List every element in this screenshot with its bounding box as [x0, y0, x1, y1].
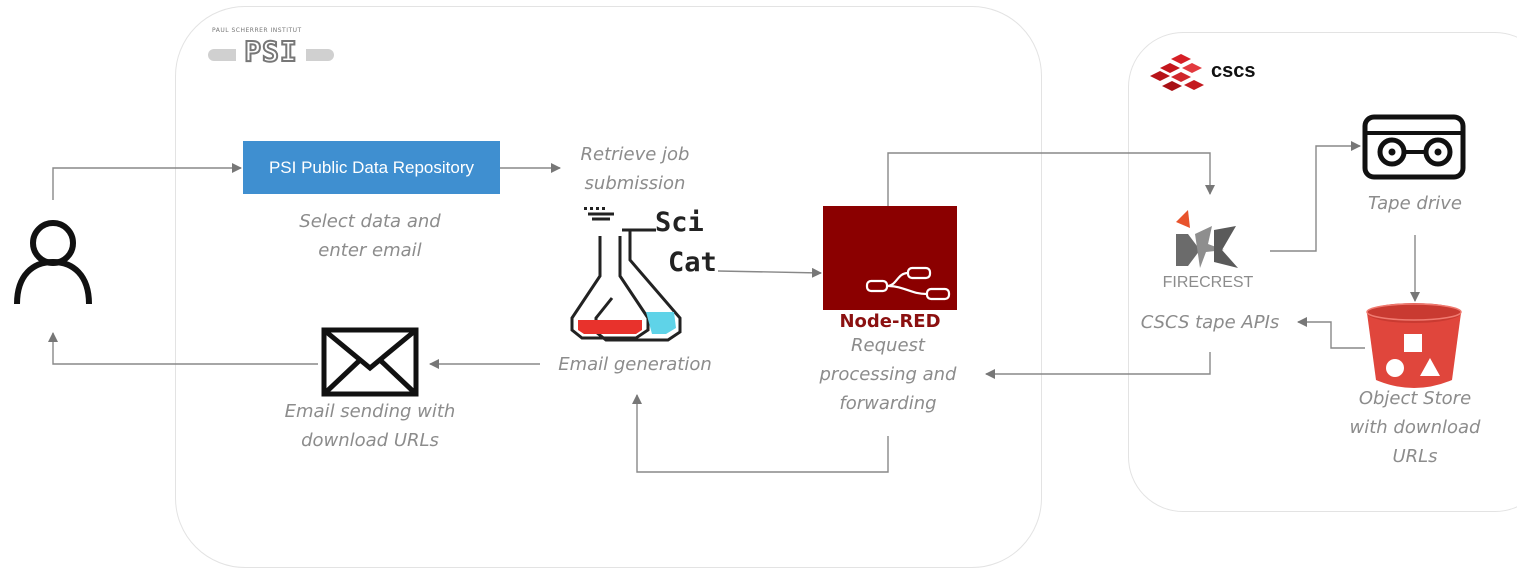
nodered-icon: [823, 206, 957, 310]
cscs-logo-icon: [1150, 54, 1204, 91]
request-processing-caption: Request processing and forwarding: [806, 331, 970, 418]
retrieve-job-caption: Retrieve job submission: [560, 140, 710, 198]
firecrest-icon: [1176, 210, 1238, 268]
object-store-caption-line-3: URLs: [1392, 446, 1438, 467]
email-sending-caption-line-2: download URLs: [301, 430, 439, 451]
object-store-caption-line-2: with download: [1349, 417, 1481, 438]
scicat-logo-sci: Sci: [655, 207, 704, 238]
psi-logo: PAUL SCHERRER INSTITUT PSI: [208, 25, 334, 75]
object-store-caption: Object Store with download URLs: [1335, 384, 1495, 471]
object-store-bucket-icon: [1366, 303, 1462, 388]
select-data-caption-line-1: Select data and: [299, 211, 441, 232]
cscs-logo-text: cscs: [1211, 60, 1256, 82]
retrieve-job-caption-line-2: submission: [584, 173, 686, 194]
envelope-icon: [321, 327, 419, 397]
cscs-tape-apis-caption: CSCS tape APIs: [1140, 312, 1280, 333]
select-data-caption-line-2: enter email: [318, 240, 422, 261]
scicat-flask-icon: [570, 207, 682, 342]
select-data-caption: Select data and enter email: [280, 207, 460, 265]
arrow-nodered-to-email-generation: [632, 394, 889, 473]
nodered-label: Node-RED: [839, 311, 941, 332]
psi-logo-text: PSI: [236, 34, 306, 69]
request-processing-caption-line-1: Request: [851, 335, 925, 356]
arrow-envelope-to-user: [48, 332, 318, 365]
tape-drive-caption: Tape drive: [1368, 193, 1462, 214]
email-sending-caption: Email sending with download URLs: [270, 397, 470, 455]
email-sending-caption-line-1: Email sending with: [284, 401, 456, 422]
arrow-scicat-to-nodered: [717, 267, 822, 278]
request-processing-caption-line-2: processing and: [819, 364, 957, 385]
arrow-firecrest-to-tape: [1270, 141, 1361, 252]
scicat-logo-cat: Cat: [668, 247, 717, 278]
arrow-nodered-to-firecrest: [887, 152, 1215, 206]
cscs-region: [1128, 32, 1517, 512]
object-store-caption-line-1: Object Store: [1358, 388, 1472, 409]
firecrest-label: FIRECREST: [1162, 274, 1254, 291]
tape-drive-icon: [1362, 114, 1466, 180]
psi-public-data-repository-button[interactable]: PSI Public Data Repository: [243, 141, 500, 194]
request-processing-caption-line-3: forwarding: [839, 393, 937, 414]
diagram-canvas: [14, 54, 1466, 473]
email-generation-caption: Email generation: [558, 354, 712, 375]
retrieve-job-caption-line-1: Retrieve job: [580, 144, 690, 165]
arrow-cscs-to-nodered: [985, 352, 1211, 379]
arrow-objectstore-to-tapeapis: [1297, 317, 1365, 349]
psi-logo-subtitle: PAUL SCHERRER INSTITUT: [212, 27, 302, 34]
arrow-user-to-repository: [52, 163, 242, 200]
user-icon: [14, 220, 92, 305]
